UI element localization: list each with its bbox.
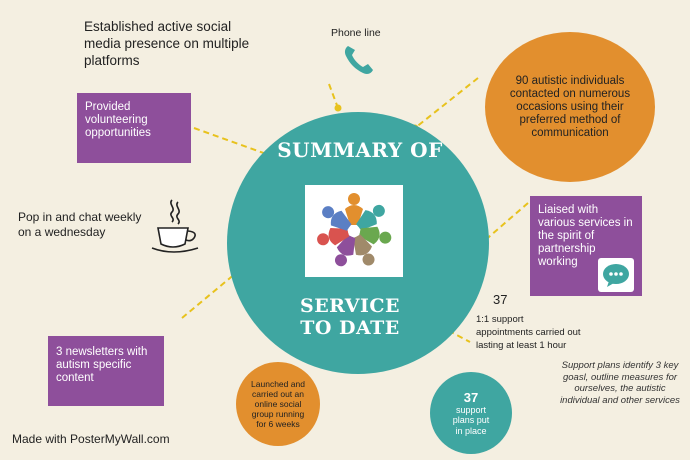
connector-phone (328, 83, 339, 109)
support-plans-text: support plans put in place (452, 404, 490, 436)
appointments-text: 1:1 support appointments carried out las… (476, 314, 581, 351)
pop-in-text: Pop in and chat weekly on a wednesday (18, 210, 142, 239)
speech-bubble-icon-box[interactable] (598, 258, 634, 292)
support-plan-note: Support plans identify 3 key goasl, outl… (560, 360, 680, 406)
community-logo-icon (317, 193, 392, 267)
volunteering-box: Provided volunteering opportunities (77, 93, 191, 163)
title-summary: SUMMARY OF (277, 138, 443, 162)
connector-liaised (466, 202, 529, 257)
support-plans-bubble: 37 support plans put in place (430, 372, 512, 454)
online-group-bubble: Launched and carried out an online socia… (236, 362, 320, 446)
watermark-text[interactable]: Made with PosterMyWall.com (12, 432, 170, 446)
connector-volunteering (193, 127, 273, 157)
phone-icon (344, 46, 373, 74)
community-logo (305, 185, 403, 277)
autistic-contacts-bubble: 90 autistic individuals contacted on num… (485, 32, 655, 182)
newsletters-box: 3 newsletters with autism specific conte… (48, 336, 164, 406)
title-service: SERVICE TO DATE (299, 295, 401, 339)
appointments-count: 37 (493, 292, 508, 307)
coffee-cup-icon (151, 199, 199, 253)
connector-autistic (414, 77, 479, 129)
speech-bubble-icon (603, 264, 629, 287)
support-plans-count: 37 (463, 389, 479, 405)
social-media-text: Established active social media presence… (84, 19, 250, 68)
phone-line-label: Phone line (331, 27, 381, 39)
